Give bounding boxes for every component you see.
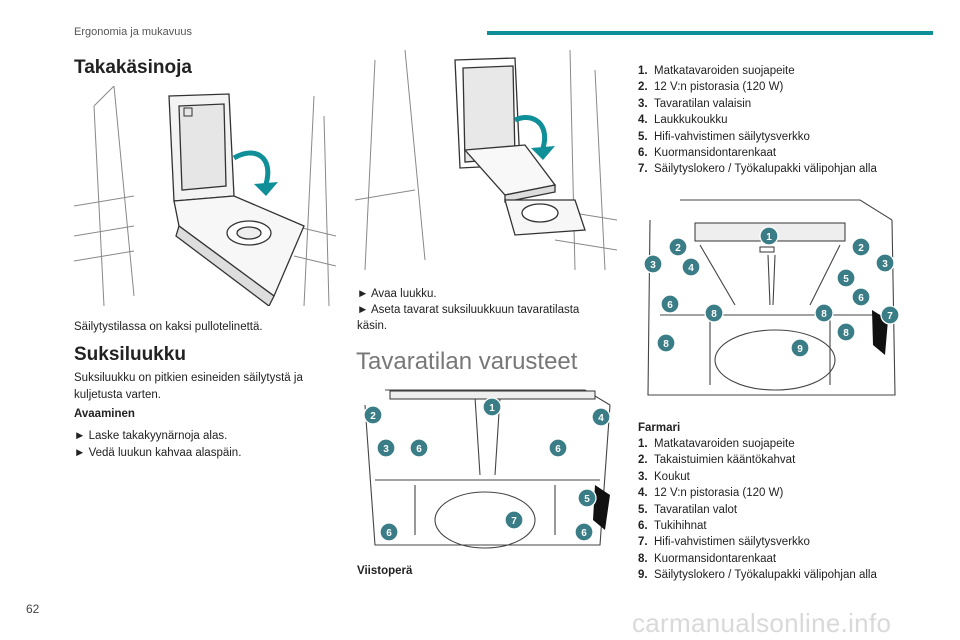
list-item: 4.Laukkukoukku bbox=[638, 114, 728, 127]
section-title-ski-hatch: Suksiluukku bbox=[74, 344, 186, 365]
estate-callout-4: 4 bbox=[688, 263, 694, 274]
estate-callout-2a: 2 bbox=[675, 243, 681, 254]
callout-4: 4 bbox=[598, 413, 604, 424]
estate-callout-3a: 3 bbox=[650, 260, 656, 271]
estate-trunk-illustration: 1 2 2 3 3 4 5 6 6 7 8 8 8 8 9 bbox=[643, 199, 900, 396]
opening-title: Avaaminen bbox=[74, 408, 135, 420]
opening-step-2: ► Vedä luukun kahvaa alaspäin. bbox=[74, 447, 242, 459]
estate-callout-6a: 6 bbox=[667, 300, 673, 311]
section-header: Ergonomia ja mukavuus bbox=[74, 26, 193, 38]
callout-6d: 6 bbox=[581, 528, 587, 539]
list-item: 7.Hifi-vahvistimen säilytysverkko bbox=[638, 536, 810, 549]
estate-callout-7: 7 bbox=[887, 311, 893, 322]
list-item: 6.Kuormansidontarenkaat bbox=[638, 147, 777, 160]
estate-callout-8c: 8 bbox=[663, 339, 669, 350]
ski-hatch-intro-line-2: kuljetusta varten. bbox=[74, 389, 161, 401]
estate-callout-8d: 8 bbox=[843, 328, 849, 339]
list-item: 3.Tavaratilan valaisin bbox=[638, 97, 752, 110]
estate-callout-6b: 6 bbox=[858, 293, 864, 304]
estate-callout-2b: 2 bbox=[858, 243, 864, 254]
hatchback-trunk-illustration: 1 2 3 4 5 6 6 7 6 6 bbox=[363, 389, 611, 549]
estate-callout-9: 9 bbox=[797, 344, 803, 355]
ski-hatch-illustration bbox=[355, 50, 617, 270]
armrest-caption: Säilytystilassa on kaksi pullotelinettä. bbox=[74, 321, 263, 333]
list-item: 6.Tukihihnat bbox=[638, 520, 707, 533]
list-item: 5.Hifi-vahvistimen säilytysverkko bbox=[638, 130, 810, 143]
hatch-step-1: ► Avaa luukku. bbox=[357, 288, 437, 300]
list-item: 5.Tavaratilan valot bbox=[638, 503, 738, 516]
estate-callout-3b: 3 bbox=[882, 259, 888, 270]
page-number: 62 bbox=[26, 602, 40, 616]
list-item: 2.12 V:n pistorasia (120 W) bbox=[638, 81, 784, 94]
callout-1: 1 bbox=[489, 403, 495, 414]
section-title-armrest: Takakäsinoja bbox=[74, 57, 192, 78]
section-title-trunk-equipment: Tavaratilan varusteet bbox=[356, 348, 578, 375]
estate-callout-1: 1 bbox=[766, 232, 772, 243]
list-item: 7.Säilytyslokero / Työkalupakki välipohj… bbox=[638, 163, 877, 176]
estate-callout-8b: 8 bbox=[821, 309, 827, 320]
estate-equipment-list: 1.Matkatavaroiden suojapeite 2.Takaistui… bbox=[638, 436, 877, 584]
callout-6c: 6 bbox=[386, 528, 392, 539]
hatchback-equipment-list: 1.Matkatavaroiden suojapeite 2.12 V:n pi… bbox=[638, 63, 877, 178]
callout-5: 5 bbox=[584, 494, 590, 505]
ski-hatch-intro-line-1: Suksiluukku on pitkien esineiden säilyty… bbox=[74, 372, 303, 384]
estate-callout-8a: 8 bbox=[711, 309, 717, 320]
hatchback-label: Viistoperä bbox=[357, 565, 413, 577]
list-item: 8.Kuormansidontarenkaat bbox=[638, 552, 777, 565]
callout-3: 3 bbox=[383, 444, 389, 455]
list-item: 1.Matkatavaroiden suojapeite bbox=[638, 65, 795, 77]
armrest-illustration bbox=[74, 86, 336, 306]
list-item: 4.12 V:n pistorasia (120 W) bbox=[638, 487, 784, 500]
hatch-step-2-line-1: ► Aseta tavarat suksiluukkuun tavaratila… bbox=[357, 304, 580, 316]
watermark: carmanualsonline.info bbox=[632, 608, 892, 638]
estate-label: Farmari bbox=[638, 422, 681, 434]
callout-7: 7 bbox=[511, 516, 517, 527]
opening-step-1: ► Laske takakyynärnoja alas. bbox=[74, 430, 228, 442]
hatch-step-2-line-2: käsin. bbox=[357, 320, 388, 332]
list-item: 9.Säilytyslokero / Työkalupakki välipohj… bbox=[638, 569, 877, 582]
list-item: 2.Takaistuimien kääntökahvat bbox=[638, 454, 796, 467]
estate-callout-5: 5 bbox=[843, 274, 849, 285]
list-item: 3.Koukut bbox=[638, 470, 690, 483]
header-accent-bar bbox=[487, 31, 933, 35]
callout-6b: 6 bbox=[555, 444, 561, 455]
list-item: 1.Matkatavaroiden suojapeite bbox=[638, 438, 795, 450]
callout-2: 2 bbox=[370, 411, 376, 422]
callout-6a: 6 bbox=[416, 444, 422, 455]
